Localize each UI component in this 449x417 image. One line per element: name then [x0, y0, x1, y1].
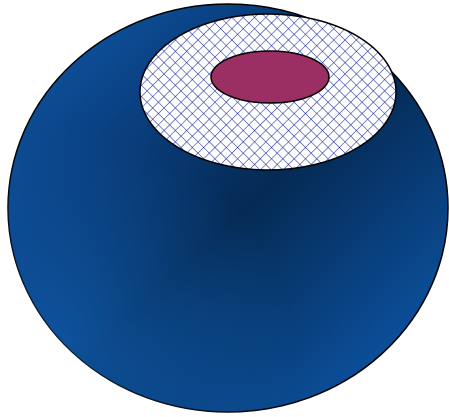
inner-ellipse: [211, 51, 329, 103]
